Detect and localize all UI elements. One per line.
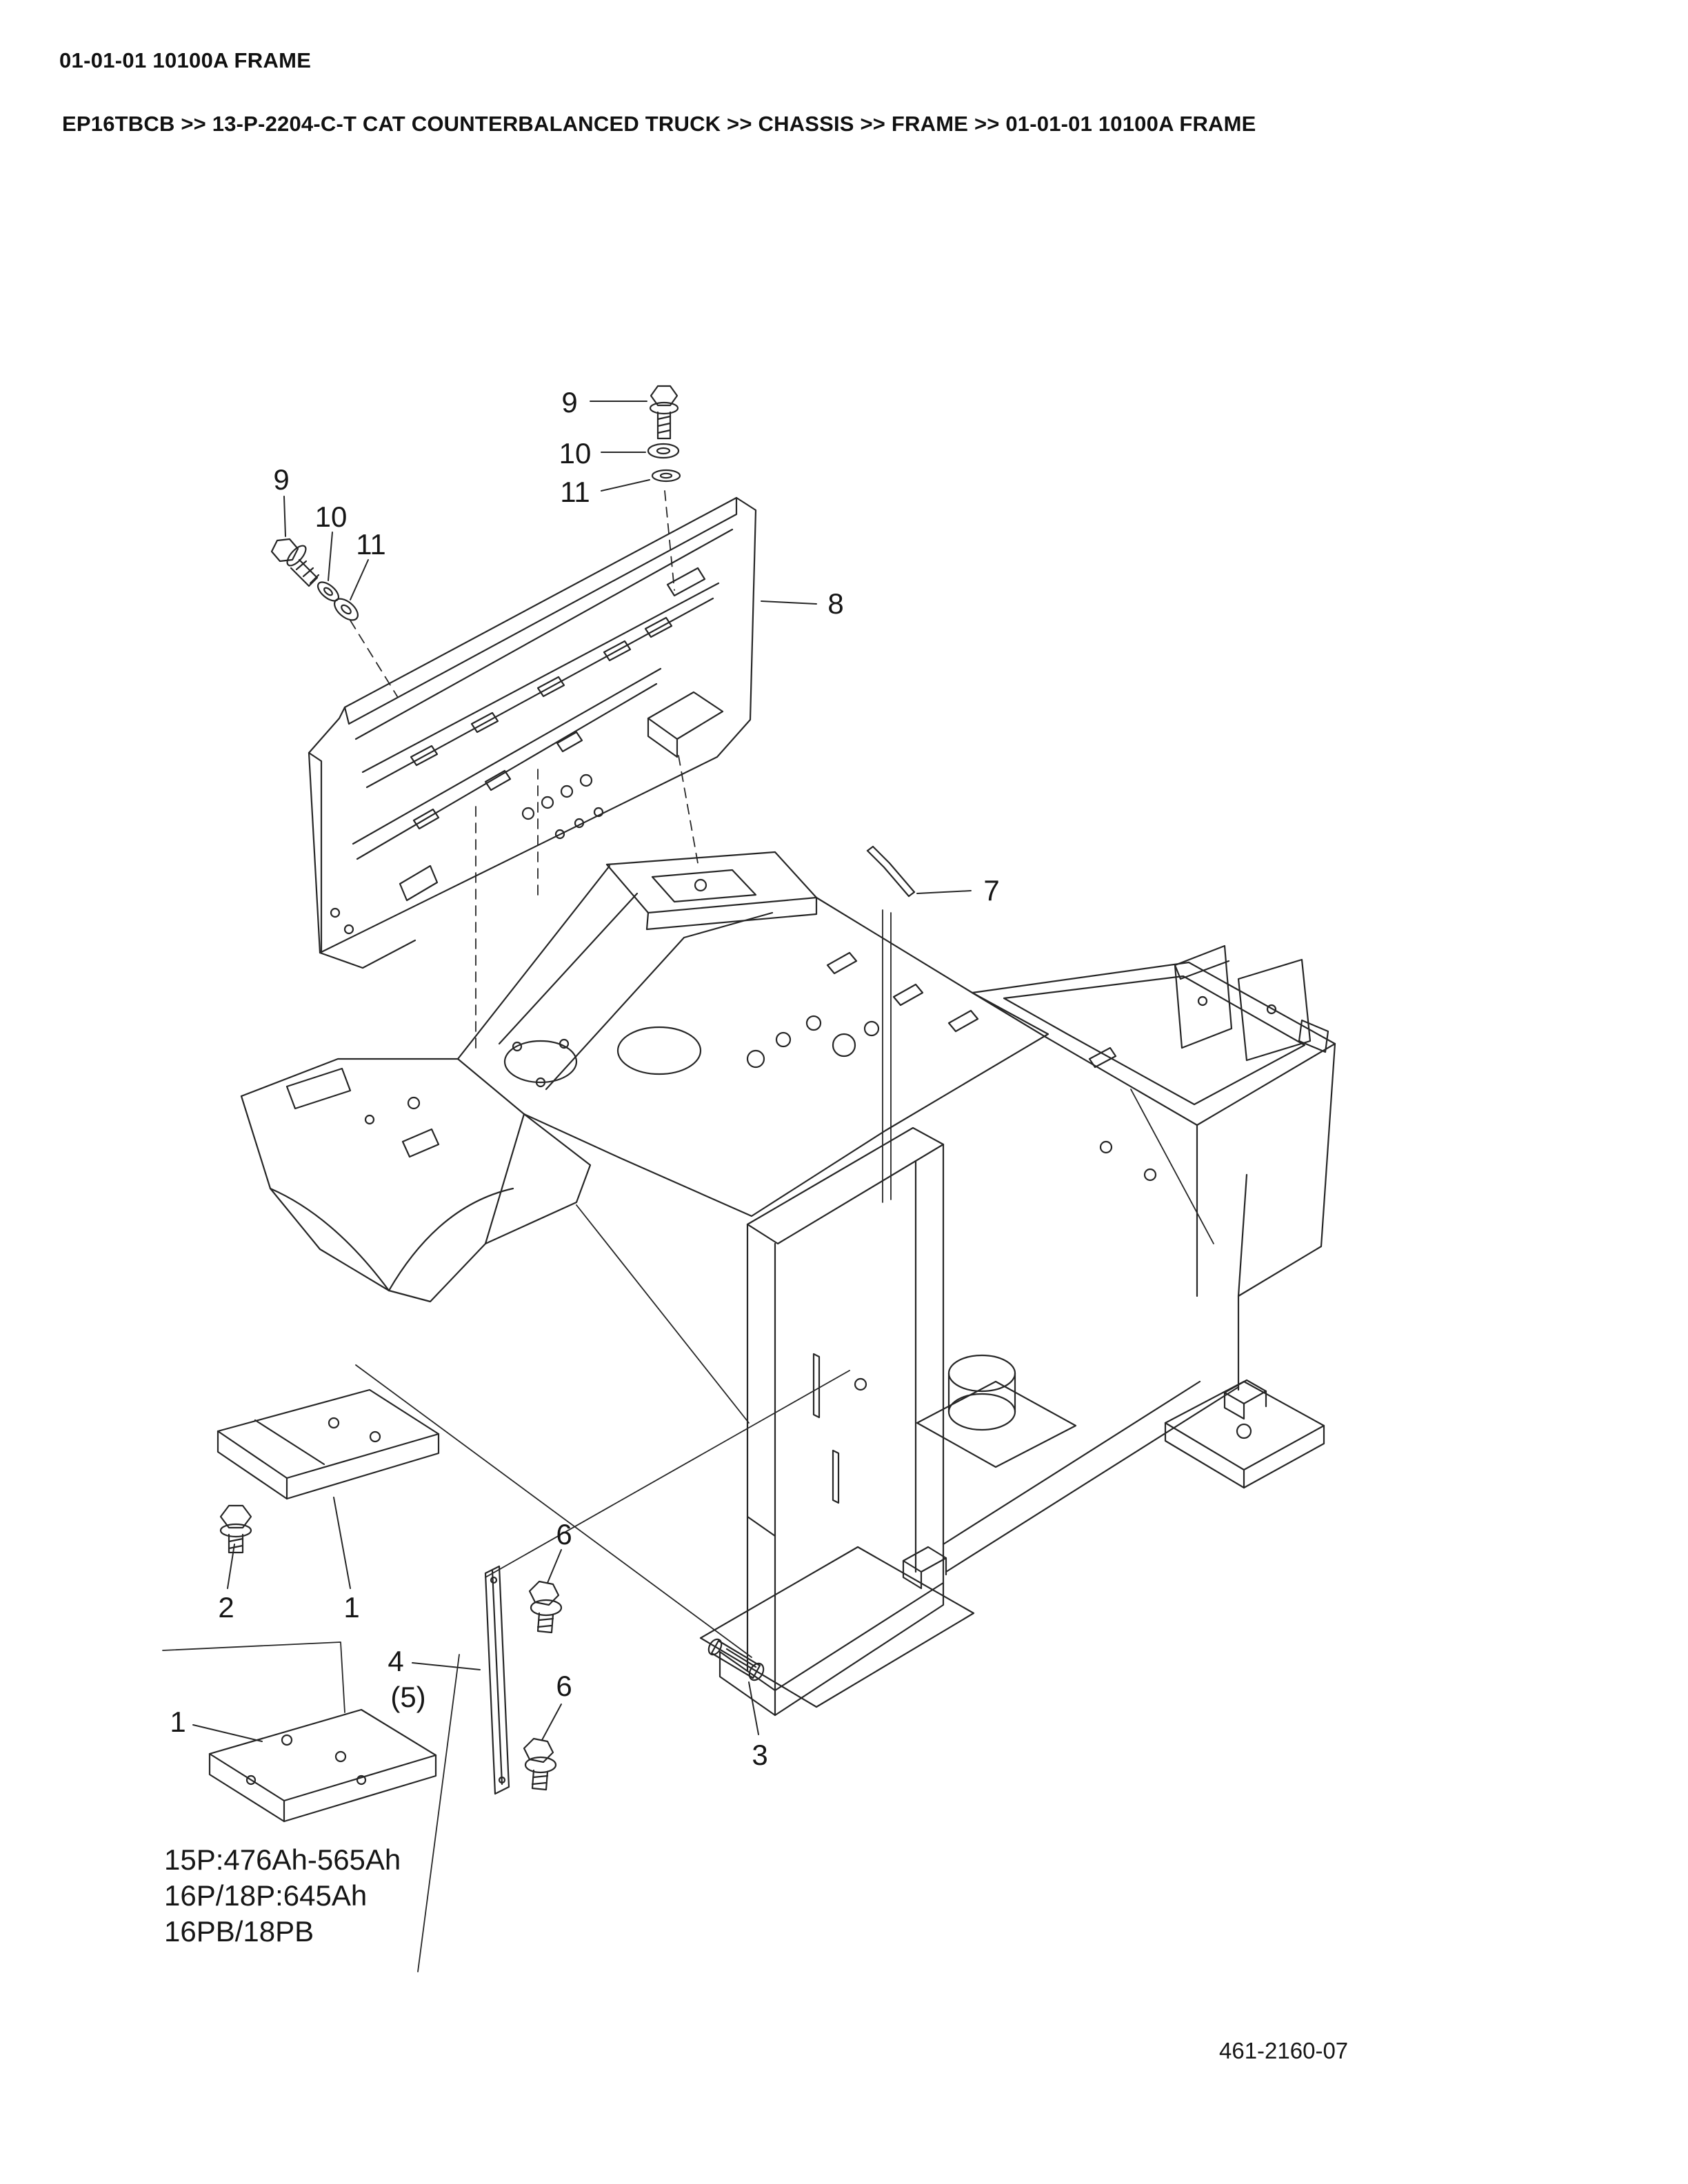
callout-9-top: 9	[561, 386, 577, 418]
battery-capacity-note: 15P:476Ah-565Ah 16P/18P:645Ah 16PB/18PB	[164, 1842, 401, 1950]
callout-6-upper: 6	[556, 1518, 572, 1550]
part-2-bolt	[219, 1504, 252, 1554]
breadcrumb: EP16TBCB >> 13-P-2204-C-T CAT COUNTERBAL…	[62, 112, 1256, 136]
part-6-bolt-upper	[528, 1580, 563, 1634]
callout-1-upper: 1	[343, 1591, 359, 1624]
part-11-washer-top	[651, 469, 681, 483]
battery-note-line2: 16P/18P:645Ah	[164, 1879, 368, 1912]
part-11-washer-left	[334, 598, 359, 621]
part-10-washer-top	[647, 443, 680, 459]
callout-5: (5)	[390, 1681, 425, 1713]
callout-3: 3	[752, 1739, 767, 1771]
part-4-strip	[484, 1565, 510, 1795]
part-8-back-panel	[308, 496, 757, 969]
part-7-rod	[866, 845, 916, 898]
callout-1-lower: 1	[170, 1706, 185, 1738]
main-frame	[240, 851, 1336, 1717]
part-9-bolt-left	[270, 538, 320, 587]
construction-lines	[162, 490, 850, 1972]
part-6-bolt-lower	[523, 1737, 557, 1791]
callout-labels: 9 10 11 9 10 11 8 7 6 2 1 4 (5) 6 1 3	[170, 386, 999, 1771]
callout-9-left: 9	[273, 463, 289, 496]
callout-6-lower: 6	[556, 1670, 572, 1702]
battery-note-line1: 15P:476Ah-565Ah	[164, 1843, 401, 1876]
battery-note-line3: 16PB/18PB	[164, 1915, 314, 1948]
part-3-pin	[707, 1638, 765, 1681]
callout-7: 7	[983, 874, 999, 907]
leader-lines	[192, 401, 972, 1742]
drawing-number: 461-2160-07	[1219, 2038, 1349, 2063]
part-1-bracket-lower	[208, 1708, 437, 1823]
callout-11-left: 11	[356, 528, 386, 560]
callout-11-top: 11	[560, 476, 590, 508]
part-9-bolt-top	[649, 385, 679, 440]
part-10-washer-left	[316, 581, 340, 602]
callout-10-left: 10	[315, 501, 348, 533]
page-title: 01-01-01 10100A FRAME	[59, 48, 312, 72]
callout-2: 2	[218, 1591, 234, 1624]
callout-8: 8	[827, 587, 843, 620]
callout-10-top: 10	[559, 437, 592, 469]
part-1-bracket-upper	[217, 1388, 440, 1500]
callout-4: 4	[388, 1645, 403, 1677]
